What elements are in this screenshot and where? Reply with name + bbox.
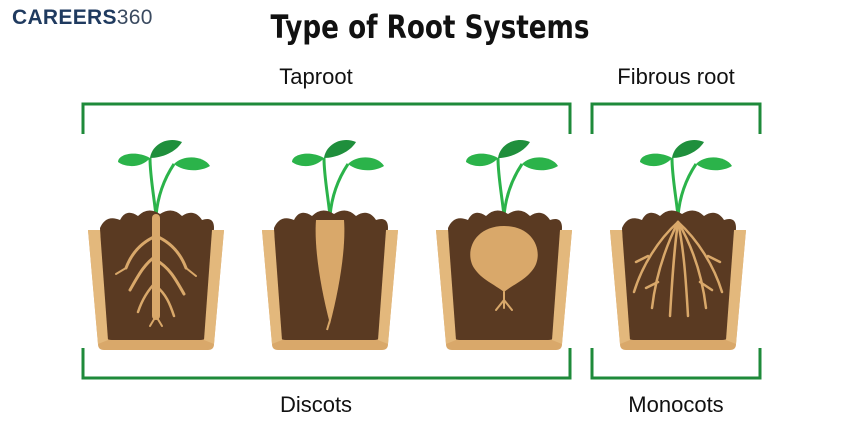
dicot-bottom-bracket: [81, 348, 572, 380]
careers360-logo: CAREERS360: [12, 6, 153, 30]
conical-taproot-plant: [262, 138, 398, 350]
logo-brand: CAREERS: [12, 6, 117, 29]
fibrous-root-plant: [610, 138, 746, 350]
taproot-label: Taproot: [279, 64, 353, 89]
napiform-taproot-plant: [436, 138, 572, 350]
logo-number: 360: [116, 6, 153, 29]
dicot-label: Discots: [279, 392, 353, 417]
taproot-top-bracket: [81, 102, 572, 134]
fibrous-root-label: Fibrous root: [617, 64, 735, 89]
fibrous-top-bracket: [590, 102, 762, 134]
branched-taproot-plant: [88, 138, 224, 350]
monocot-bottom-bracket: [590, 348, 762, 380]
monocot-label: Monocots: [628, 392, 724, 417]
page-title: Type of Root Systems: [270, 8, 590, 46]
